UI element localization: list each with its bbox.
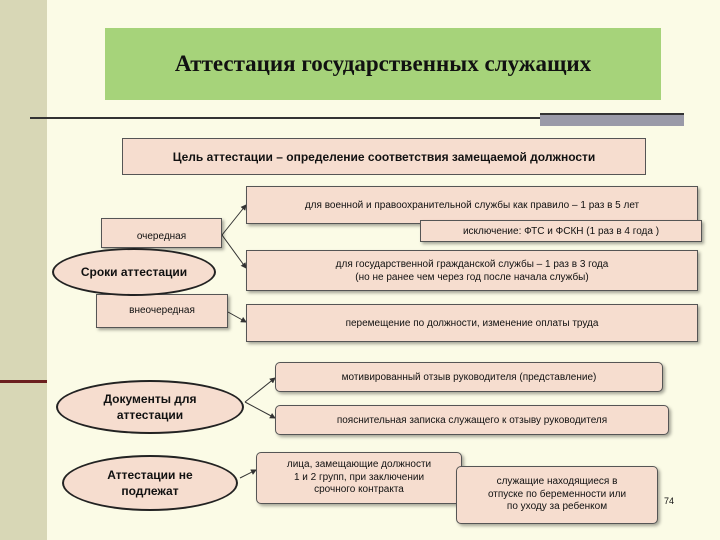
transfer-box: перемещение по должности, изменение опла… [246, 304, 698, 342]
exempt-ellipse: Аттестации не подлежат [62, 455, 238, 511]
arrow-to-transfer [227, 311, 247, 323]
leave-line1: служащие находящиеся в [496, 476, 618, 488]
documents-label-line2: аттестации [116, 408, 184, 422]
left-sidebar-band [0, 0, 47, 540]
note-box: пояснительная записка служащего к отзыву… [275, 405, 669, 435]
documents-label-line1: Документы для [103, 391, 197, 406]
civil-rule-line1: для государственной гражданской службы –… [335, 258, 609, 270]
leave-line3: по уходу за ребенком [506, 501, 608, 513]
review-box: мотивированный отзыв руководителя (предс… [275, 362, 663, 392]
extraordinary-attestation-box: внеочередная [96, 294, 228, 328]
military-rule-box: для военной и правоохранительной службы … [246, 186, 698, 224]
title-divider-accent [540, 113, 684, 126]
documents-ellipse: Документы для аттестации [56, 380, 244, 434]
arrow-to-review [244, 377, 276, 403]
exception-box: исключение: ФТС и ФСКН (1 раз в 4 года ) [420, 220, 702, 242]
arrow-to-civil-rule [221, 234, 247, 269]
page-number: 74 [664, 496, 675, 506]
regular-attestation-box: очередная [101, 218, 222, 248]
exempt-label-line2: подлежат [121, 484, 179, 498]
civil-rule-box: для государственной гражданской службы –… [246, 250, 698, 291]
sidebar-accent-line [0, 380, 47, 383]
title-divider-line [30, 117, 684, 119]
civil-rule-line2: (но не ранее чем через год после начала … [355, 271, 589, 283]
groups-line1: лица, замещающие должности [286, 459, 432, 471]
groups-box: лица, замещающие должности 1 и 2 групп, … [256, 452, 462, 504]
arrow-to-note [244, 401, 276, 419]
groups-line3: срочного контракта [314, 484, 404, 496]
groups-line2: 1 и 2 групп, при заключении [293, 471, 425, 483]
page-title: Аттестация государственных служащих [105, 28, 661, 100]
arrow-to-military-rule [221, 204, 247, 236]
goal-box: Цель аттестации – определение соответств… [122, 138, 646, 175]
terms-ellipse: Сроки аттестации [52, 248, 216, 296]
leave-box: служащие находящиеся в отпуске по береме… [456, 466, 658, 524]
exempt-label-line1: Аттестации не [107, 467, 193, 482]
arrow-to-groups [239, 469, 257, 479]
leave-line2: отпуске по беременности или [487, 488, 627, 500]
